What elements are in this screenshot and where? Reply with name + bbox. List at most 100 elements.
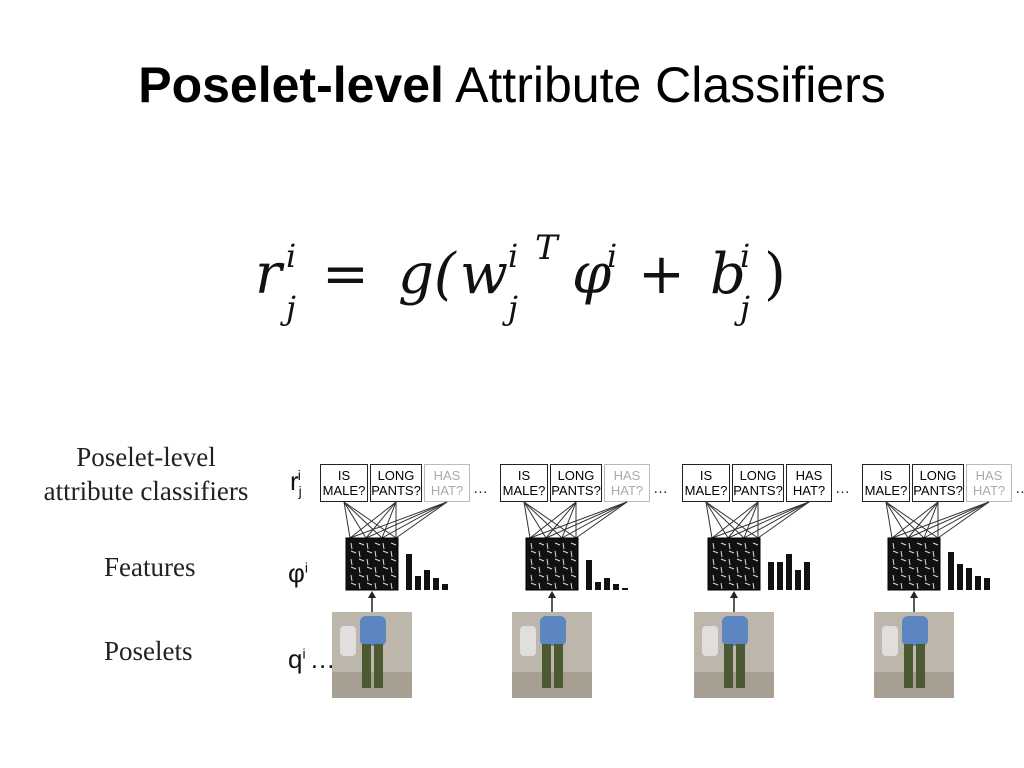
attribute-label-line2: MALE? xyxy=(684,483,728,498)
hog-cell xyxy=(358,542,365,546)
connector-line xyxy=(381,501,397,539)
hog-cell xyxy=(366,550,373,554)
hog-cell xyxy=(712,574,715,582)
hog-cell xyxy=(390,582,393,590)
hog-cell xyxy=(390,566,393,574)
connector-line xyxy=(343,501,367,539)
attribute-label-line2: MALE? xyxy=(502,483,546,498)
slide-title: Poselet-level Attribute Classifiers xyxy=(0,56,1024,114)
photo-leg-right xyxy=(374,644,383,688)
hog-cell xyxy=(530,582,537,586)
photo-ground xyxy=(874,672,954,698)
hog-cell xyxy=(350,566,357,570)
connector-line xyxy=(523,501,563,539)
hog-feature-block xyxy=(887,537,941,591)
feature-bar xyxy=(613,584,619,590)
hog-cell xyxy=(932,574,939,578)
symbol-q: qi… xyxy=(288,644,336,675)
hog-cell xyxy=(382,566,389,570)
arrow-head-icon xyxy=(730,591,738,598)
attribute-label-line1: IS xyxy=(337,468,351,483)
connector-line xyxy=(529,501,628,539)
hog-cell xyxy=(892,566,899,570)
hog-cell xyxy=(530,550,537,554)
hog-cell xyxy=(728,542,731,550)
hog-cell xyxy=(570,566,573,574)
hog-cell xyxy=(554,574,561,578)
hog-cell xyxy=(900,550,903,558)
hog-cell xyxy=(562,574,565,582)
attribute-label-line2: PANTS? xyxy=(551,483,601,498)
hog-cell xyxy=(932,542,939,546)
hog-cell xyxy=(562,558,565,566)
attribute-ellipsis: … xyxy=(473,480,488,497)
hog-cell xyxy=(382,558,385,566)
attribute-label-line2: MALE? xyxy=(864,483,908,498)
photo-jacket xyxy=(540,616,566,646)
attribute-ellipsis: … xyxy=(1015,480,1024,497)
photo-leg-right xyxy=(736,644,745,688)
hog-cell xyxy=(382,550,389,554)
hog-cell xyxy=(530,574,533,582)
arrow-head-icon xyxy=(368,591,376,598)
feature-bar xyxy=(957,564,963,590)
hog-cell xyxy=(752,542,759,546)
hog-cell xyxy=(530,558,533,566)
hog-cell xyxy=(546,550,553,554)
hog-cell xyxy=(358,550,361,558)
symbol-r-sub: j xyxy=(298,483,302,500)
connector-line xyxy=(561,501,577,539)
feature-bar xyxy=(975,576,981,590)
symbol-phi-sup: i xyxy=(304,559,308,576)
formula-b: b xyxy=(710,242,746,307)
feature-diagram xyxy=(523,501,628,612)
photo-ground xyxy=(512,672,592,698)
connector-line xyxy=(891,501,990,539)
connector-line xyxy=(937,501,990,539)
connector-line xyxy=(523,501,577,539)
feature-bar xyxy=(777,562,783,590)
hog-cell xyxy=(900,574,907,578)
hog-cell xyxy=(350,574,353,582)
photo-leg-left xyxy=(724,644,733,688)
connector-line xyxy=(561,501,628,539)
feature-bar xyxy=(604,578,610,590)
feature-bar xyxy=(795,570,801,590)
hog-cell xyxy=(358,558,365,562)
hog-cell xyxy=(570,542,577,546)
hog-cell xyxy=(908,574,911,582)
hog-cell xyxy=(932,582,935,590)
hog-cell xyxy=(562,550,569,554)
title-rest: Attribute Classifiers xyxy=(443,57,886,113)
connector-line xyxy=(885,501,939,539)
hog-cell xyxy=(570,582,573,590)
feature-bar xyxy=(442,584,448,590)
connector-line xyxy=(907,501,990,539)
attribute-label-line1: HAS xyxy=(975,468,1003,483)
hog-cell xyxy=(752,550,755,558)
hog-cell xyxy=(900,566,903,574)
feature-diagram xyxy=(343,501,448,612)
symbol-r: rji xyxy=(290,466,302,500)
hog-cell xyxy=(712,550,719,554)
connector-line xyxy=(885,501,909,539)
feature-diagram xyxy=(885,501,990,612)
hog-cell xyxy=(390,558,397,562)
feature-bar xyxy=(804,562,810,590)
hog-cell xyxy=(924,558,927,566)
hog-cell xyxy=(720,582,723,590)
connector-line xyxy=(711,501,759,539)
hog-cell xyxy=(712,558,715,566)
connector-line xyxy=(727,501,759,539)
hog-cell xyxy=(924,542,927,550)
photo-jacket xyxy=(722,616,748,646)
title-bold: Poselet-level xyxy=(138,57,444,113)
hog-cell xyxy=(932,566,935,574)
hog-cell xyxy=(570,574,577,578)
